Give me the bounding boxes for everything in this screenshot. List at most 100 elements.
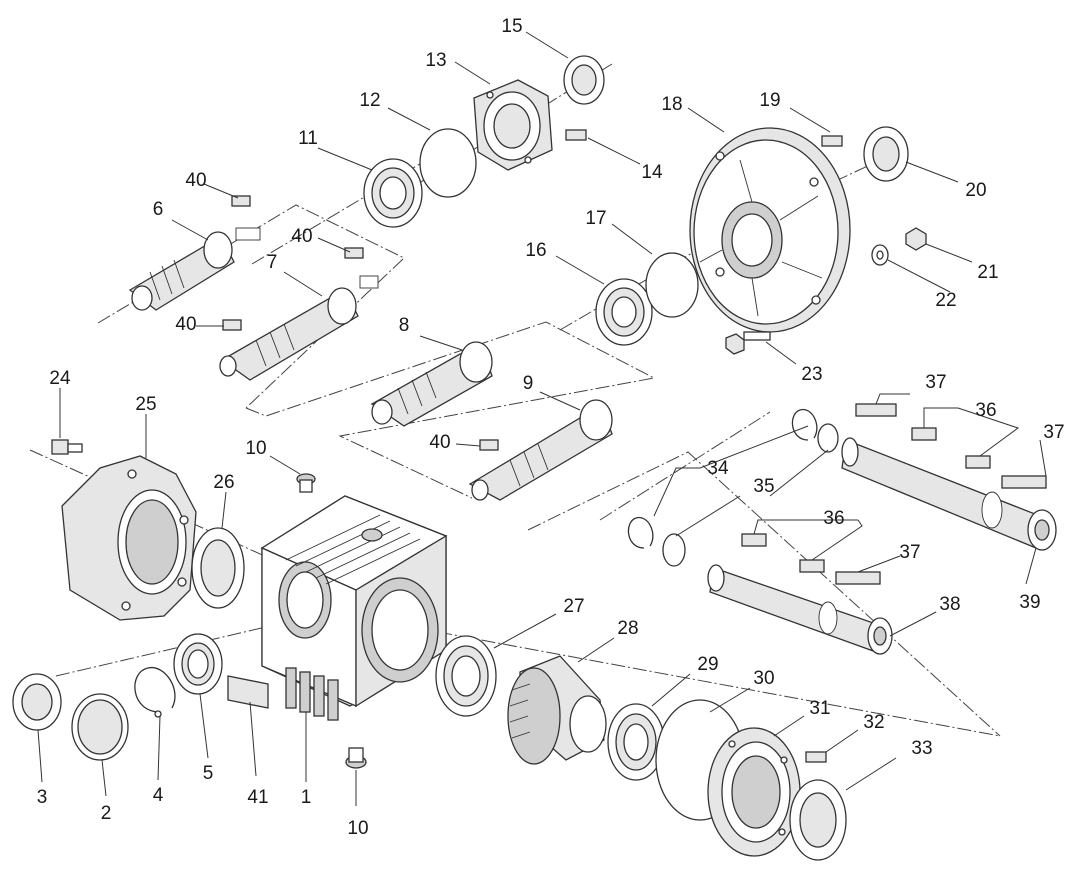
callout-labels: 1 2 3 4 5 6 7 8 9 10 10 11 12 13 14 15 1… xyxy=(37,16,1065,839)
callout-26: 26 xyxy=(213,472,234,493)
callout-17: 17 xyxy=(585,208,606,229)
bearing-16 xyxy=(595,278,653,346)
callout-30: 30 xyxy=(753,668,774,689)
output-shaft-38 xyxy=(707,564,893,655)
callout-31: 31 xyxy=(809,698,830,719)
callout-39: 39 xyxy=(1019,592,1040,613)
callout-3: 3 xyxy=(37,787,48,808)
key-36-lower xyxy=(741,533,767,547)
screw-14 xyxy=(565,129,587,141)
worm-shaft-9 xyxy=(468,399,613,501)
oil-seal-26 xyxy=(191,527,245,609)
callout-18: 18 xyxy=(661,94,682,115)
drain-plug-bottom xyxy=(345,747,367,769)
callout-33: 33 xyxy=(911,738,932,759)
bolt-23 xyxy=(725,331,771,355)
key-36-upper xyxy=(911,427,937,441)
output-shaft-39 xyxy=(841,437,1057,551)
worm-shaft-7 xyxy=(219,275,379,381)
callout-2: 2 xyxy=(101,803,112,824)
nut-21 xyxy=(905,227,927,251)
callout-38: 38 xyxy=(939,594,960,615)
bearing-input xyxy=(173,633,223,695)
callout-8: 8 xyxy=(399,315,410,336)
key-40-lower xyxy=(479,439,499,451)
screw-32 xyxy=(805,751,827,763)
end-cover-13 xyxy=(473,79,553,171)
circlip-left xyxy=(134,667,176,718)
callout-13: 13 xyxy=(425,50,446,71)
callout-24: 24 xyxy=(49,368,71,389)
key-36-right xyxy=(965,455,991,469)
worm-wheel-28 xyxy=(507,655,607,765)
worm-shaft-8 xyxy=(370,341,493,427)
callout-10-bottom: 10 xyxy=(347,818,368,839)
ring-35-upper xyxy=(817,423,839,453)
key-37-top xyxy=(855,403,897,417)
callout-11: 11 xyxy=(298,128,318,149)
callout-4: 4 xyxy=(153,785,164,806)
end-cover-31 xyxy=(707,727,801,857)
callout-9: 9 xyxy=(523,373,534,394)
callout-5: 5 xyxy=(203,763,214,784)
callout-29: 29 xyxy=(697,654,718,675)
callout-1: 1 xyxy=(301,787,312,808)
o-ring-12 xyxy=(419,128,477,198)
circlip-34-upper xyxy=(791,408,818,441)
worm-shaft-6 xyxy=(128,227,261,311)
callout-34: 34 xyxy=(707,458,729,479)
callout-41: 41 xyxy=(247,787,268,808)
flange-axis-25 xyxy=(29,449,301,573)
circlip-34-lower xyxy=(627,516,654,549)
callout-37-right: 37 xyxy=(1043,422,1064,443)
callout-12: 12 xyxy=(359,90,380,111)
callout-37-top: 37 xyxy=(925,372,946,393)
key-37-right xyxy=(1001,475,1047,489)
key-36-lower-right xyxy=(799,559,825,573)
key-37-lower xyxy=(835,571,881,585)
callout-40-left: 40 xyxy=(175,314,196,335)
callout-40-lower: 40 xyxy=(429,432,450,453)
callout-10-top: 10 xyxy=(245,438,266,459)
callout-21: 21 xyxy=(977,262,998,283)
bearing-27 xyxy=(435,635,497,717)
callout-19: 19 xyxy=(759,90,780,111)
motor-flange-18 xyxy=(689,127,851,333)
callout-32: 32 xyxy=(863,712,884,733)
callout-23: 23 xyxy=(801,364,822,385)
callout-25: 25 xyxy=(135,394,156,415)
breather-plug-top xyxy=(296,473,316,493)
key-40-left xyxy=(222,319,242,331)
bearing-11 xyxy=(363,158,423,228)
o-ring-17 xyxy=(645,252,699,318)
callout-36-lower: 36 xyxy=(823,508,844,529)
callout-16: 16 xyxy=(525,240,546,261)
cover-cap xyxy=(71,693,129,761)
key-40-top xyxy=(231,195,251,207)
washer-22 xyxy=(871,244,889,266)
callout-20: 20 xyxy=(965,180,986,201)
nameplate xyxy=(227,675,269,709)
worm-group-axis-lower xyxy=(245,321,656,499)
shaft-axis-34 xyxy=(599,411,771,521)
oil-seal-20 xyxy=(863,126,909,182)
gearbox-housing xyxy=(260,495,448,721)
callout-7: 7 xyxy=(267,252,278,273)
output-shaft-axis-frame xyxy=(527,451,1001,737)
oil-seal-15 xyxy=(563,55,605,105)
callout-40-middle: 40 xyxy=(291,226,312,247)
callout-40-top: 40 xyxy=(185,170,206,191)
callout-27: 27 xyxy=(563,596,584,617)
callout-37-lower: 37 xyxy=(899,542,920,563)
oil-seal-33 xyxy=(789,779,847,861)
bearing-29 xyxy=(607,703,665,781)
leader-lines xyxy=(37,31,1047,806)
callout-15: 15 xyxy=(501,16,522,37)
oil-seal-left xyxy=(12,673,62,731)
screw-24 xyxy=(51,439,83,455)
key-40-middle xyxy=(344,247,364,259)
ring-35-lower xyxy=(662,533,686,567)
callout-22: 22 xyxy=(935,290,956,311)
